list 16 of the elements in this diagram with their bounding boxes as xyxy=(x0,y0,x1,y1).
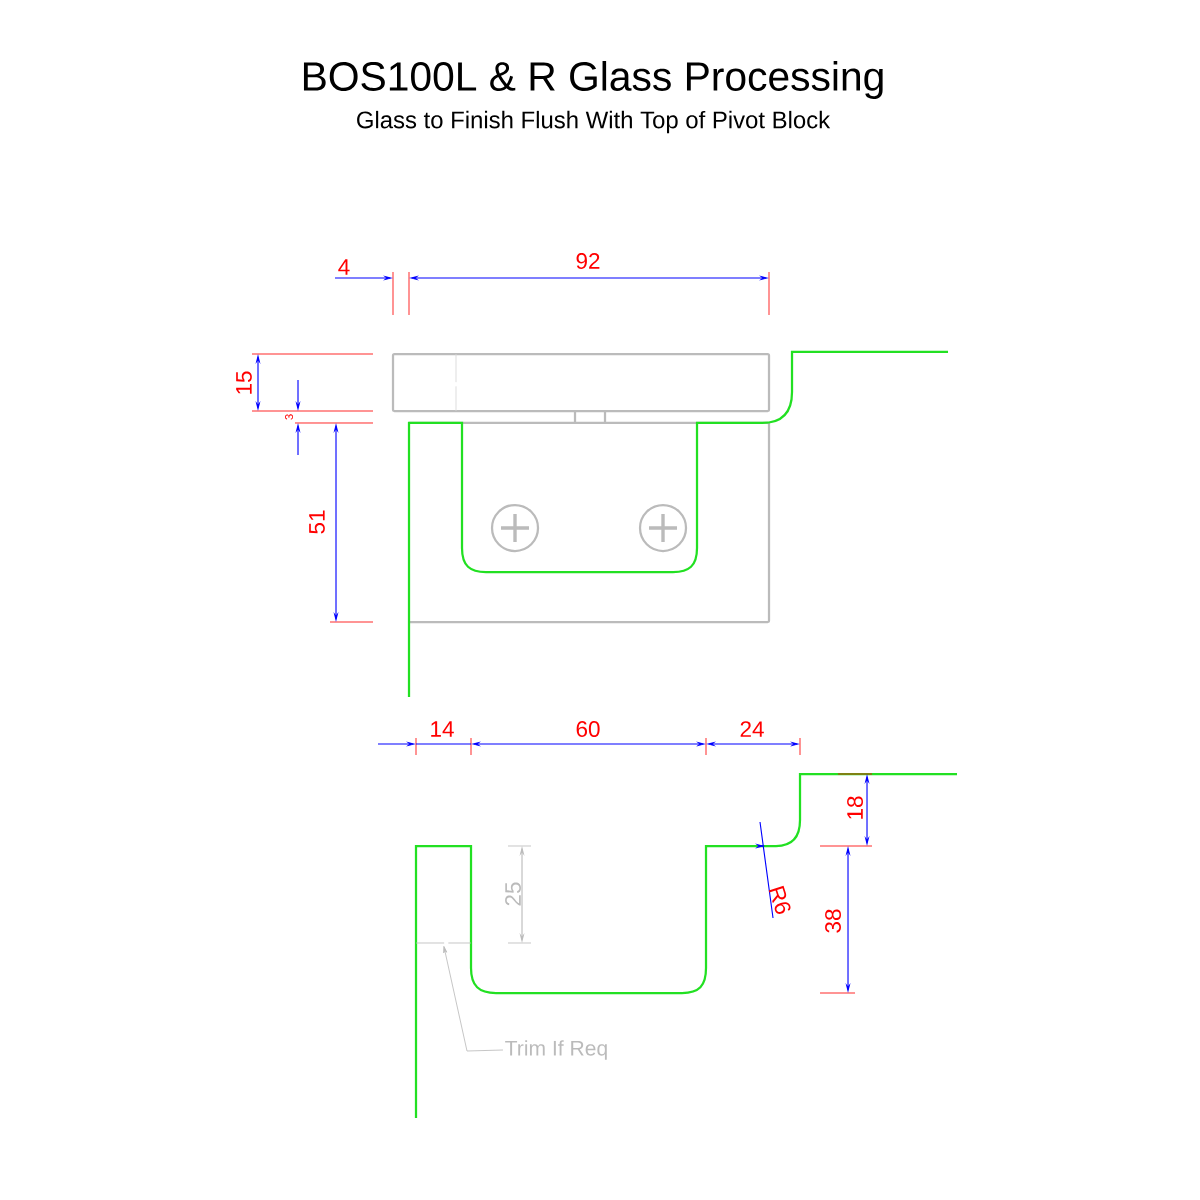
dimension-text: 92 xyxy=(576,253,600,269)
dimension-text: 14 xyxy=(431,721,454,737)
dimension-text: 51 xyxy=(309,510,325,534)
dimension-text: 38 xyxy=(825,909,841,933)
dimension-text: 4 xyxy=(338,259,350,275)
dimension-text: 24 xyxy=(740,721,764,737)
dimension-text: 3 xyxy=(285,414,293,420)
dimension-text: 18 xyxy=(847,796,863,819)
leader-line xyxy=(443,946,504,1052)
dimension-text: 15 xyxy=(236,371,252,394)
dimension-text: R6 xyxy=(768,885,791,914)
dimension-text: 60 xyxy=(576,721,600,737)
subtitle: Glass to Finish Flush With Top of Pivot Block xyxy=(357,110,831,134)
note-text: Trim If Req xyxy=(505,1040,607,1060)
dimension-text: 25 xyxy=(505,882,521,906)
title: BOS100L & R Glass Processing xyxy=(303,61,883,99)
